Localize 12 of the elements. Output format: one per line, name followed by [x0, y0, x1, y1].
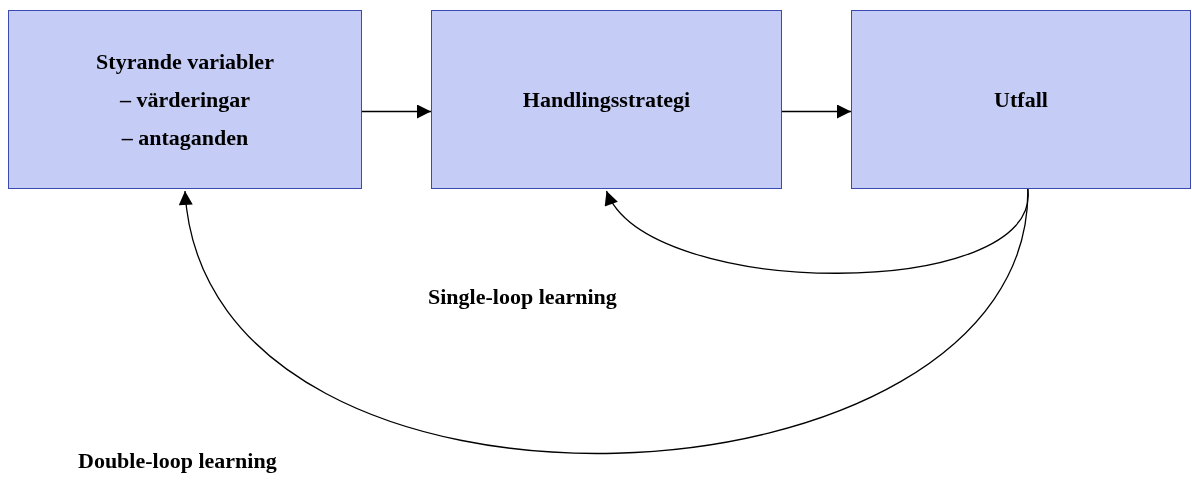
box-text: – värderingar: [119, 85, 251, 114]
box-text: Handlingsstrategi: [522, 85, 691, 114]
process-box: [851, 10, 1191, 189]
box-text: – antaganden: [121, 123, 249, 152]
arrow: [781, 104, 852, 119]
process-box: [431, 10, 782, 189]
process-box: [8, 10, 362, 189]
box-text: Styrande variabler: [96, 47, 274, 76]
arrow: [605, 188, 1029, 274]
arrow: [361, 104, 432, 119]
arrow: [181, 188, 1029, 454]
box-text: Utfall: [994, 85, 1048, 114]
